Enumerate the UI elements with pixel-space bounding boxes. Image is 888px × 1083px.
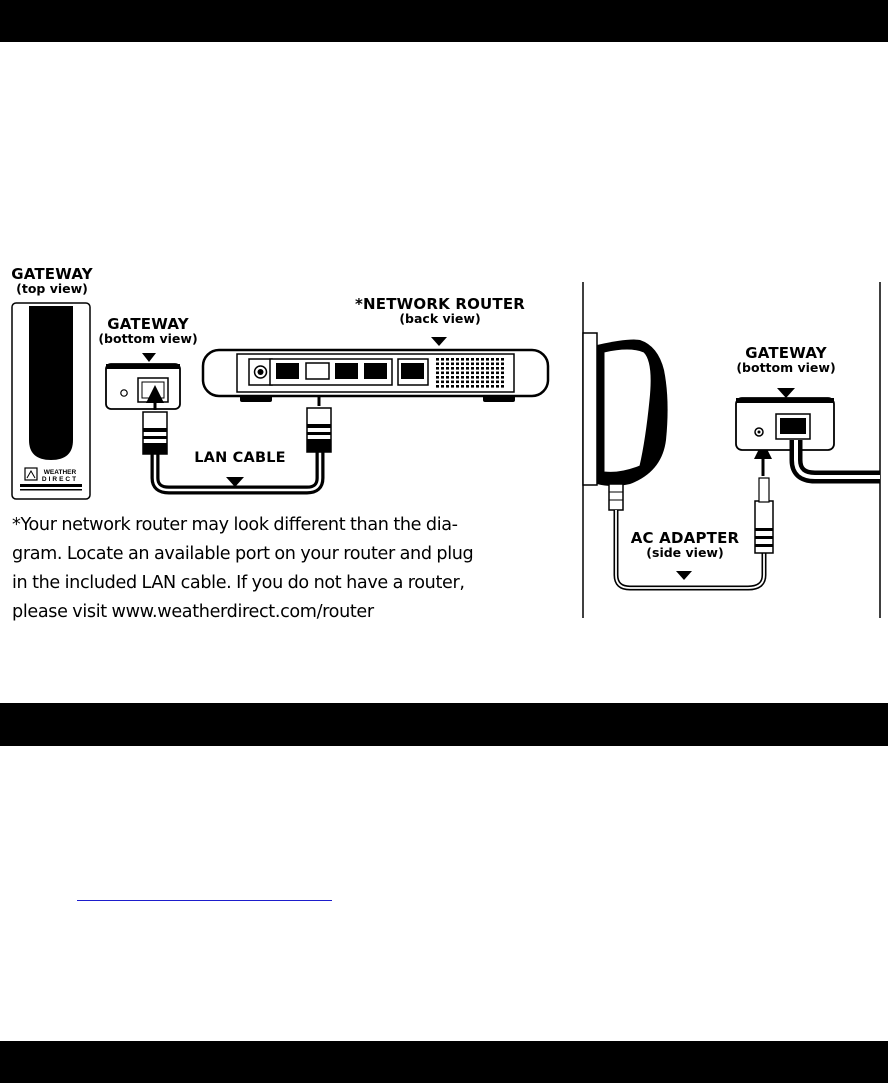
gateway-top-title: GATEWAY — [11, 265, 93, 283]
footnote-line-4: please visit www.weatherdirect.com/route… — [12, 602, 374, 622]
gateway-bottom-view-left-illustration — [105, 353, 181, 410]
gateway-top-view-label: GATEWAY (top view) — [10, 267, 94, 296]
middle-black-bar — [0, 703, 888, 746]
ac-adapter-title: AC ADAPTER — [630, 529, 740, 547]
ac-adapter-subtitle: (side view) — [646, 545, 724, 560]
top-black-bar — [0, 0, 888, 42]
footnote-line-2: gram. Locate an available port on your r… — [12, 544, 474, 564]
network-router-label: *NETWORK ROUTER (back view) — [350, 297, 530, 326]
bottom-black-bar — [0, 1041, 888, 1083]
gateway-bottom-left-subtitle: (bottom view) — [98, 331, 198, 346]
footnote-line-1: *Your network router may look different … — [12, 515, 458, 535]
ac-adapter-illustration — [582, 332, 774, 591]
hyperlink-underline[interactable] — [77, 900, 332, 901]
router-vent-grid — [436, 358, 504, 388]
lan-cable-title: LAN CABLE — [194, 450, 286, 466]
lan-cable-label: LAN CABLE — [191, 451, 289, 466]
footnote-asterisk: * — [12, 515, 21, 535]
gateway-top-subtitle: (top view) — [16, 281, 88, 296]
gateway-bottom-right-label: GATEWAY (bottom view) — [730, 346, 842, 375]
weather-direct-logo-line1: WEATHER — [44, 469, 77, 476]
lan-cable-illustration — [142, 373, 332, 495]
gateway-bottom-left-label: GATEWAY (bottom view) — [96, 317, 200, 346]
weather-direct-logo-line2: DIRECT — [42, 476, 78, 483]
gateway-bottom-view-right-illustration — [735, 388, 880, 484]
gateway-bottom-left-title: GATEWAY — [107, 315, 189, 333]
router-footnote: *Your network router may look different … — [12, 511, 582, 627]
network-router-title: *NETWORK ROUTER — [354, 295, 526, 313]
network-router-subtitle: (back view) — [399, 311, 481, 326]
gateway-bottom-right-title: GATEWAY — [745, 344, 827, 362]
ac-adapter-label: AC ADAPTER (side view) — [625, 531, 745, 560]
footnote-line-3: in the included LAN cable. If you do not… — [12, 573, 465, 593]
gateway-bottom-right-subtitle: (bottom view) — [736, 360, 836, 375]
gateway-top-view-illustration — [11, 302, 91, 500]
